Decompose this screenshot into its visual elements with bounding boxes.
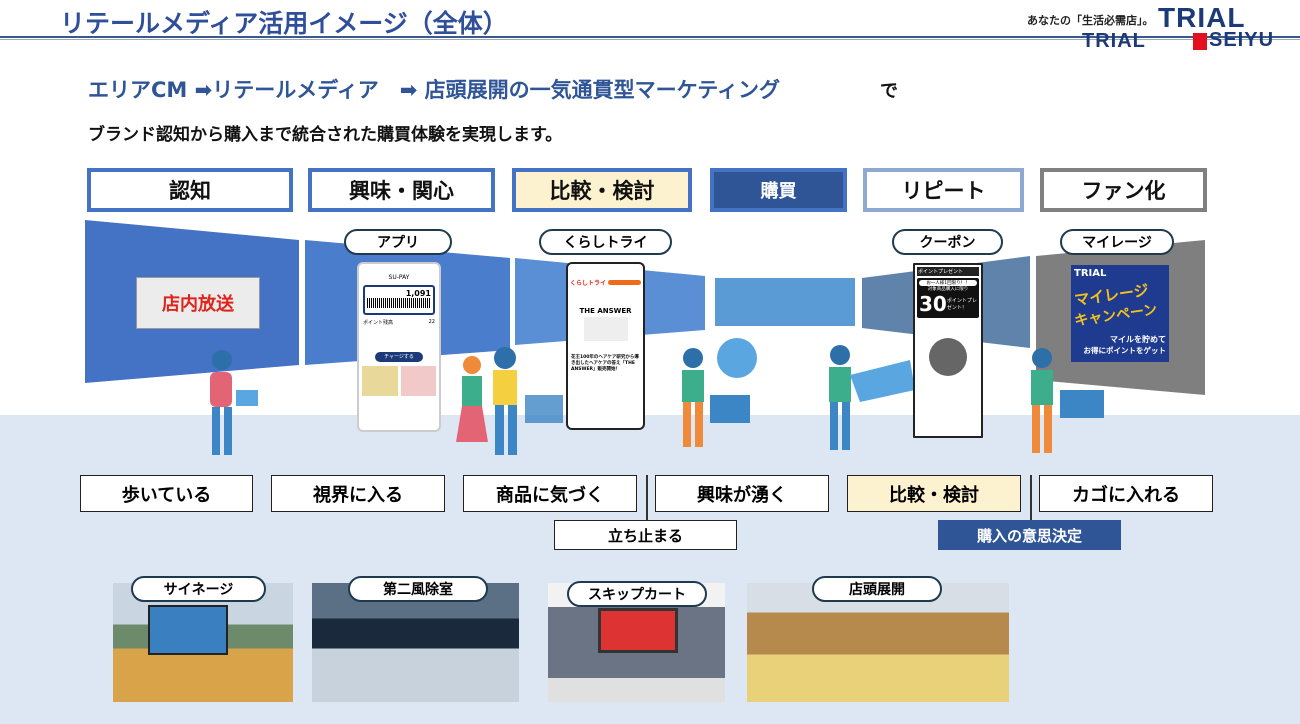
stage-fan: ファン化	[1040, 168, 1207, 212]
app-points: 22	[428, 319, 435, 325]
shopper-basket-icon	[1031, 348, 1104, 453]
coupon-line2: 対象商品購入に限り	[927, 287, 969, 292]
step-purchase-decision: 購入の意思決定	[938, 520, 1121, 550]
coupon-points: 30	[919, 292, 947, 316]
brand-tagline: あなたの「生活必需店」。	[1027, 14, 1154, 27]
shoppers-couple-icon	[456, 347, 563, 455]
coupon-line1: お一人様1回限り！！	[919, 280, 977, 286]
step-stop: 立ち止まる	[554, 520, 737, 550]
kurashi-product: THE ANSWER	[579, 307, 632, 315]
shopper-compare-icon	[829, 345, 915, 450]
shopper-walking-icon	[210, 350, 258, 455]
shopper-cart-icon	[682, 338, 757, 447]
store-broadcast-box: 店内放送	[136, 277, 260, 329]
mileage-brand: TRIAL	[1074, 268, 1107, 279]
label-coupon: クーポン	[892, 229, 1003, 255]
charge-button: チャージする	[375, 352, 423, 362]
mileage-campaign-banner: TRIAL マイレージ キャンペーン マイルを貯めて お得にポイントをゲット	[1071, 265, 1169, 362]
kurashi-logo: くらしトライ	[570, 280, 607, 287]
stage-purchase: 購買	[710, 168, 847, 212]
stage-awareness: 認知	[87, 168, 293, 212]
trial-logo-small: TRIAL	[1082, 30, 1146, 52]
connector-line	[646, 475, 648, 520]
step-notice-view: 視界に入る	[271, 475, 445, 512]
stage-compare: 比較・検討	[512, 168, 692, 212]
mileage-sub1: マイルを貯めて	[1110, 335, 1166, 344]
coupon-tag: ポイントプレゼント	[917, 267, 979, 276]
headline: エリアCM ➡リテールメディア ➡ 店頭展開の一気通貫型マーケティング	[88, 78, 780, 102]
label-mileage: マイレージ	[1060, 229, 1174, 255]
kurashi-article: 花王100年のヘアケア研究から導き出したヘアケアの答え「THE ANSWER」販…	[571, 355, 639, 372]
funnel-panel-purchase	[715, 278, 855, 326]
step-add-to-cart: カゴに入れる	[1039, 475, 1213, 512]
app-points-label: ポイント残高	[363, 320, 394, 326]
barcode-icon	[367, 298, 431, 308]
kurashi-screen: くらしトライ THE ANSWER 花王100年のヘアケア研究から導き出したヘア…	[566, 262, 645, 430]
label-windbreak-room: 第二風除室	[348, 576, 488, 602]
seiyu-logo: SEIYU	[1209, 29, 1275, 51]
step-compare: 比較・検討	[847, 475, 1021, 512]
stage-interest: 興味・関心	[308, 168, 495, 212]
app-screen: SU-PAY 1,091 ポイント残高 22 チャージする	[357, 262, 441, 432]
photo-windbreak-room	[312, 583, 519, 702]
label-store-display: 店頭展開	[812, 576, 942, 602]
step-notice-product: 商品に気づく	[463, 475, 637, 512]
shopper-illustrations	[210, 338, 1104, 455]
label-app: アプリ	[344, 229, 452, 255]
header-divider	[0, 36, 1300, 38]
header-divider-thin	[0, 39, 1300, 40]
mileage-sub2: お得にポイントをゲット	[1083, 346, 1167, 355]
trial-logo: TRIAL	[1158, 2, 1246, 33]
label-signage: サイネージ	[131, 576, 266, 602]
connector-line	[1030, 475, 1032, 520]
label-kurashi-try: くらしトライ	[539, 229, 672, 255]
subtitle: ブランド認知から購入まで統合された購買体験を実現します。	[88, 125, 563, 145]
stage-repeat: リピート	[863, 168, 1024, 212]
page-title: リテールメディア活用イメージ（全体）	[60, 9, 508, 38]
app-title: SU-PAY	[388, 274, 410, 281]
coupon-unit: ポイントプレゼント！	[946, 298, 977, 311]
photo-store-display	[747, 583, 1009, 702]
label-skip-cart: スキップカート	[567, 581, 707, 607]
step-interest: 興味が湧く	[655, 475, 829, 512]
photo-signage	[113, 583, 293, 702]
logo-red-square	[1193, 33, 1207, 50]
step-walking: 歩いている	[80, 475, 253, 512]
app-balance: 1,091	[405, 289, 431, 298]
headline-suffix: で	[880, 81, 898, 102]
